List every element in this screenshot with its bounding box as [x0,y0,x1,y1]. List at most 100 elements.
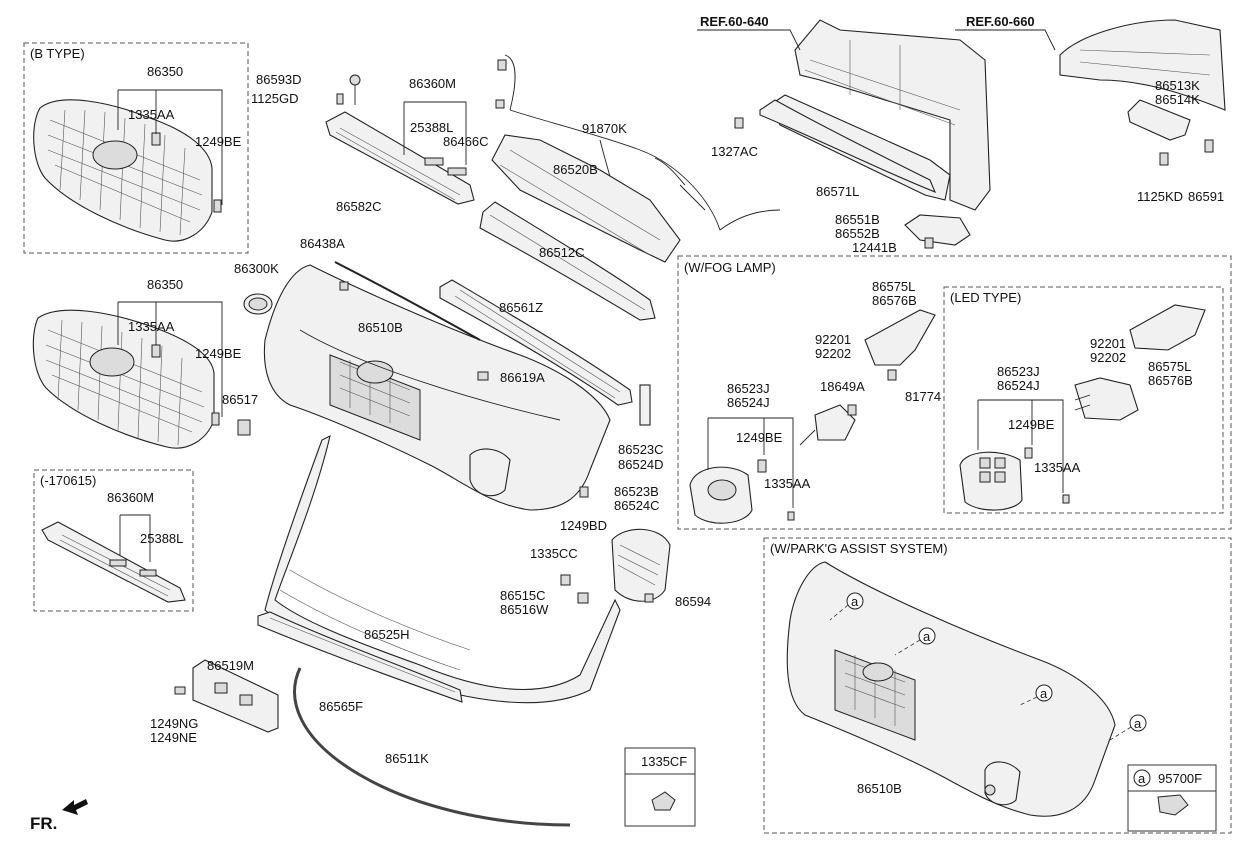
lower-absorber-strip [479,201,656,321]
part-label-1335aa_l: 1335AA [1034,460,1081,475]
part-label-86514k: 86514K [1155,92,1200,107]
part-label-1249be_f: 1249BE [736,430,783,445]
part-label-86561z: 86561Z [499,300,543,315]
b-type-frame [23,42,249,254]
fog-lamp-title: (W/FOG LAMP) [684,260,776,275]
part-label-92201_l: 92201 [1090,336,1126,351]
garnish-bracket-rev [41,514,186,603]
part-label-86520b: 86520B [553,162,598,177]
fog-lamp-frame [677,255,1232,530]
lower-lip-molding [293,667,571,827]
cross-member-assembly [734,19,991,211]
part-label-86523c: 86523C [618,442,664,457]
ref-60-640: REF.60-640 [700,14,769,29]
part-label-1249be_l: 1249BE [1008,417,1055,432]
part-label-86591: 86591 [1188,189,1224,204]
legend-95700f: a 95700F [1127,764,1217,832]
part-label-1335aa_a: 1335AA [128,107,175,122]
park-callouts: a a a a [829,592,1147,741]
callout-a-2: a [923,629,931,644]
part-label-1249be_b: 1249BE [195,346,242,361]
part-label-86594: 86594 [675,594,711,609]
fasteners-center [477,371,654,604]
callout-a-3: a [1040,686,1048,701]
legend-1335cf-code: 1335CF [641,754,687,769]
part-label-86575l_l: 86575L [1148,359,1191,374]
part-label-86466c: 86466C [443,134,489,149]
part-label-25388l_r: 25388L [140,531,183,546]
revision-title: (-170615) [40,473,96,488]
part-label-86512c: 86512C [539,245,585,260]
ref-60-660: REF.60-660 [966,14,1035,29]
license-plate-bracket [174,659,279,733]
lower-bumper-skirt [264,434,621,704]
led-duct-86575l [1129,304,1206,351]
led-fog-unit [1074,377,1139,421]
front-arrow-icon [62,799,88,815]
fog-bezel [689,417,795,524]
leader-lines-grilles [117,89,223,417]
part-label-86523j: 86523J [727,381,770,396]
front-direction-indicator: FR. [30,799,88,833]
part-label-1249ng: 1249NG [150,716,198,731]
part-label-1335cc: 1335CC [530,546,578,561]
part-label-25388l: 25388L [410,120,453,135]
part-label-12441b: 12441B [852,240,897,255]
part-label-86511k: 86511K [385,751,429,766]
grille-mesh-type [32,309,220,449]
wiring-harness [495,54,781,231]
part-label-91870k: 91870K [582,121,627,136]
led-fog-bezel [959,399,1070,511]
park-bumper-cover [786,561,1116,817]
legend-1335cf: 1335CF [624,747,696,827]
front-label: FR. [30,814,57,833]
section-frames: (B TYPE) (-170615) (W/FOG LAMP) (LED TYP… [23,42,1232,834]
part-label-86350a: 86350 [147,64,183,79]
fog-duct-86575l [864,309,936,381]
part-label-86593d: 86593D [256,72,302,87]
callout-a-4: a [1134,716,1142,731]
park-assist-frame [763,537,1232,834]
side-bracket-86523c [639,384,651,426]
part-label-86524d: 86524D [618,457,664,472]
part-label-86360m: 86360M [409,76,456,91]
part-label-86300k: 86300K [234,261,279,276]
part-label-86438a: 86438A [300,236,345,251]
grille-b-type [33,99,222,242]
led-type-title: (LED TYPE) [950,290,1021,305]
part-label-86524j: 86524J [727,395,770,410]
part-label-1335aa_b: 1335AA [128,319,175,334]
part-label-1125gd: 1125GD [251,91,298,106]
part-label-1335aa_f: 1335AA [764,476,811,491]
ref-lines [697,29,1056,51]
part-label-1125kd: 1125KD [1137,189,1183,204]
upper-molding [334,261,481,341]
part-label-92202_l: 92202 [1090,350,1126,365]
part-label-86510b_p: 86510B [857,781,902,796]
part-label-86575l: 86575L [872,279,915,294]
part-label-1249ne: 1249NE [150,730,197,745]
side-bracket-86551b [904,214,971,249]
park-assist-title: (W/PARK'G ASSIST SYSTEM) [770,541,948,556]
part-label-86513k: 86513K [1155,78,1200,93]
part-label-86524c: 86524C [614,498,660,513]
part-label-1249be_a: 1249BE [195,134,242,149]
part-label-92202: 92202 [815,346,851,361]
part-label-92201: 92201 [815,332,851,347]
part-label-86552b: 86552B [835,226,880,241]
led-type-frame [943,286,1224,514]
part-label-86576b_l: 86576B [1148,373,1193,388]
part-label-86523b: 86523B [614,484,659,499]
fog-cover-86523b [611,528,671,602]
front-bumper-cover [263,264,611,511]
legend-callout-a: a [1138,771,1146,786]
tow-hook-cover [237,419,251,436]
legend-95700f-code: 95700F [1158,771,1202,786]
part-label-86565f: 86565F [319,699,363,714]
part-label-86517: 86517 [222,392,258,407]
part-label-86524j_l: 86524J [997,378,1040,393]
part-label-86582c: 86582C [336,199,382,214]
callout-a-1: a [851,594,859,609]
